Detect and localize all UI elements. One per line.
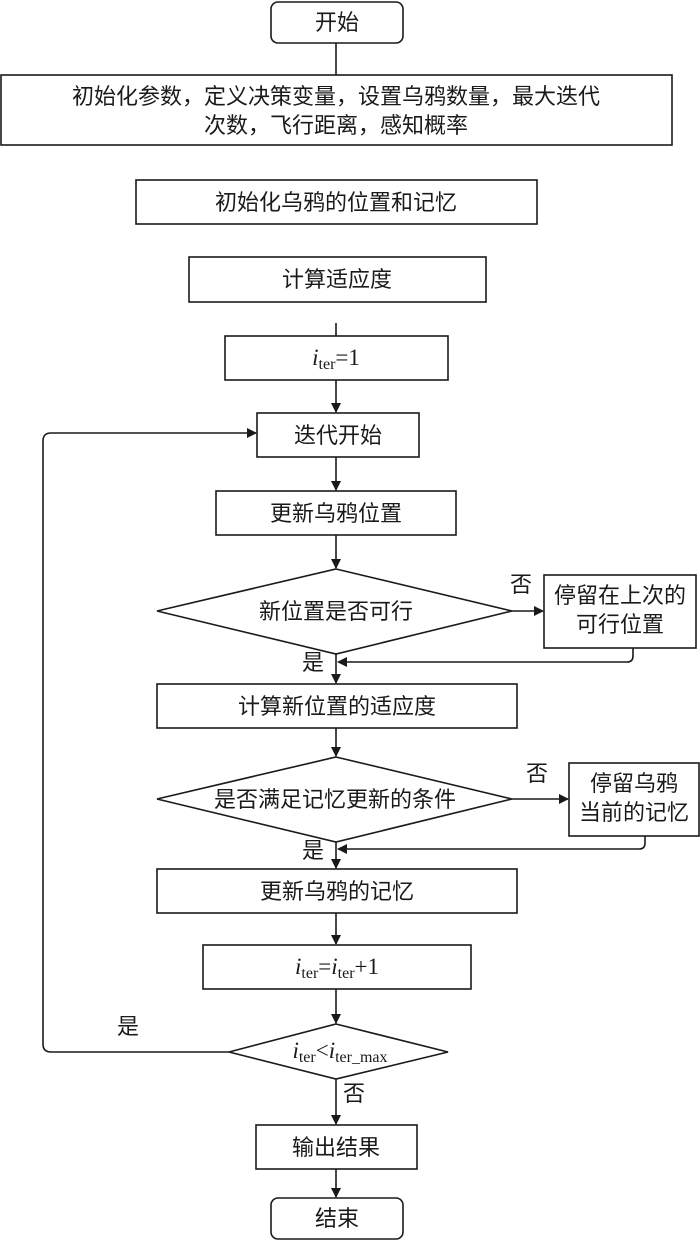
stay-last-label-line2: 可行位置 — [576, 613, 664, 638]
end-node: 结束 — [270, 1197, 404, 1240]
stay-last-box — [543, 574, 697, 649]
stay-last-node: 停留在上次的 可行位置 — [543, 574, 697, 649]
calc-fitness-label: 计算适应度 — [282, 268, 392, 293]
start-terminal — [270, 1, 404, 44]
feasible-label: 新位置是否可行 — [259, 600, 413, 625]
edge-loop-yes — [42, 428, 257, 1053]
init-crows-node: 初始化乌鸦的位置和记忆 — [135, 179, 538, 225]
edge-keep-return — [337, 836, 646, 854]
iter-init-node: iter=1 — [224, 335, 449, 381]
iter-inc-box — [202, 944, 472, 990]
feasible-yes-label: 是 — [302, 651, 324, 676]
iter-start-label: 迭代开始 — [294, 424, 382, 449]
start-label: 开始 — [315, 11, 359, 36]
memory-label: 是否满足记忆更新的条件 — [214, 788, 456, 813]
keep-memory-node: 停留乌鸦 当前的记忆 — [568, 762, 700, 837]
calc-new-fitness-node: 计算新位置的适应度 — [156, 683, 518, 729]
stay-last-label-line1: 停留在上次的 — [554, 584, 686, 609]
update-memory-box — [156, 868, 518, 914]
edge-stay-return — [337, 648, 634, 667]
calc-fitness-box — [188, 256, 487, 303]
feasible-diamond — [156, 568, 513, 655]
iter-init-box — [224, 335, 449, 381]
keep-memory-label-line2: 当前的记忆 — [579, 801, 689, 826]
init-params-box — [0, 74, 673, 146]
init-params-label-line1: 初始化参数，定义决策变量，设置乌鸦数量，最大迭代 — [72, 85, 600, 110]
iter-inc-label: iter=iter+1 — [295, 954, 379, 982]
iter-start-box — [256, 412, 420, 458]
edges — [42, 43, 646, 1198]
memory-no-label: 否 — [526, 762, 548, 787]
loop-no-label: 否 — [343, 1082, 365, 1107]
update-pos-node: 更新乌鸦位置 — [215, 490, 457, 536]
init-crows-label: 初始化乌鸦的位置和记忆 — [215, 191, 457, 216]
calc-new-fitness-label: 计算新位置的适应度 — [238, 695, 436, 720]
memory-diamond — [156, 756, 513, 843]
calc-fitness-node: 计算适应度 — [188, 256, 487, 303]
calc-new-fitness-box — [156, 683, 518, 729]
iter-inc-node: iter=iter+1 — [202, 944, 472, 990]
init-crows-box — [135, 179, 538, 225]
init-params-node: 初始化参数，定义决策变量，设置乌鸦数量，最大迭代 次数，飞行距离，感知概率 — [0, 74, 673, 146]
end-label: 结束 — [315, 1207, 359, 1232]
start-node: 开始 — [270, 1, 404, 44]
update-memory-label: 更新乌鸦的记忆 — [260, 880, 414, 905]
output-node: 输出结果 — [255, 1124, 418, 1170]
edge-labels: 否 是 否 是 是 否 — [117, 573, 548, 1107]
feasible-decision-node: 新位置是否可行 — [156, 568, 513, 655]
feasible-no-label: 否 — [510, 573, 532, 598]
loop-label: iter<iter_max — [292, 1038, 387, 1066]
end-terminal — [270, 1197, 404, 1240]
output-label: 输出结果 — [292, 1136, 380, 1161]
loop-diamond — [228, 1023, 449, 1080]
loop-decision-node: iter<iter_max — [228, 1023, 449, 1080]
keep-memory-box — [568, 762, 700, 837]
keep-memory-label-line1: 停留乌鸦 — [590, 772, 678, 797]
iter-init-label: iter=1 — [312, 345, 360, 373]
output-box — [255, 1124, 418, 1170]
iter-start-node: 迭代开始 — [256, 412, 420, 458]
update-pos-box — [215, 490, 457, 536]
loop-yes-label: 是 — [117, 1015, 139, 1040]
memory-yes-label: 是 — [302, 839, 324, 864]
init-params-label-line2: 次数，飞行距离，感知概率 — [204, 114, 468, 139]
memory-decision-node: 是否满足记忆更新的条件 — [156, 756, 513, 843]
update-pos-label: 更新乌鸦位置 — [270, 502, 402, 527]
update-memory-node: 更新乌鸦的记忆 — [156, 868, 518, 914]
